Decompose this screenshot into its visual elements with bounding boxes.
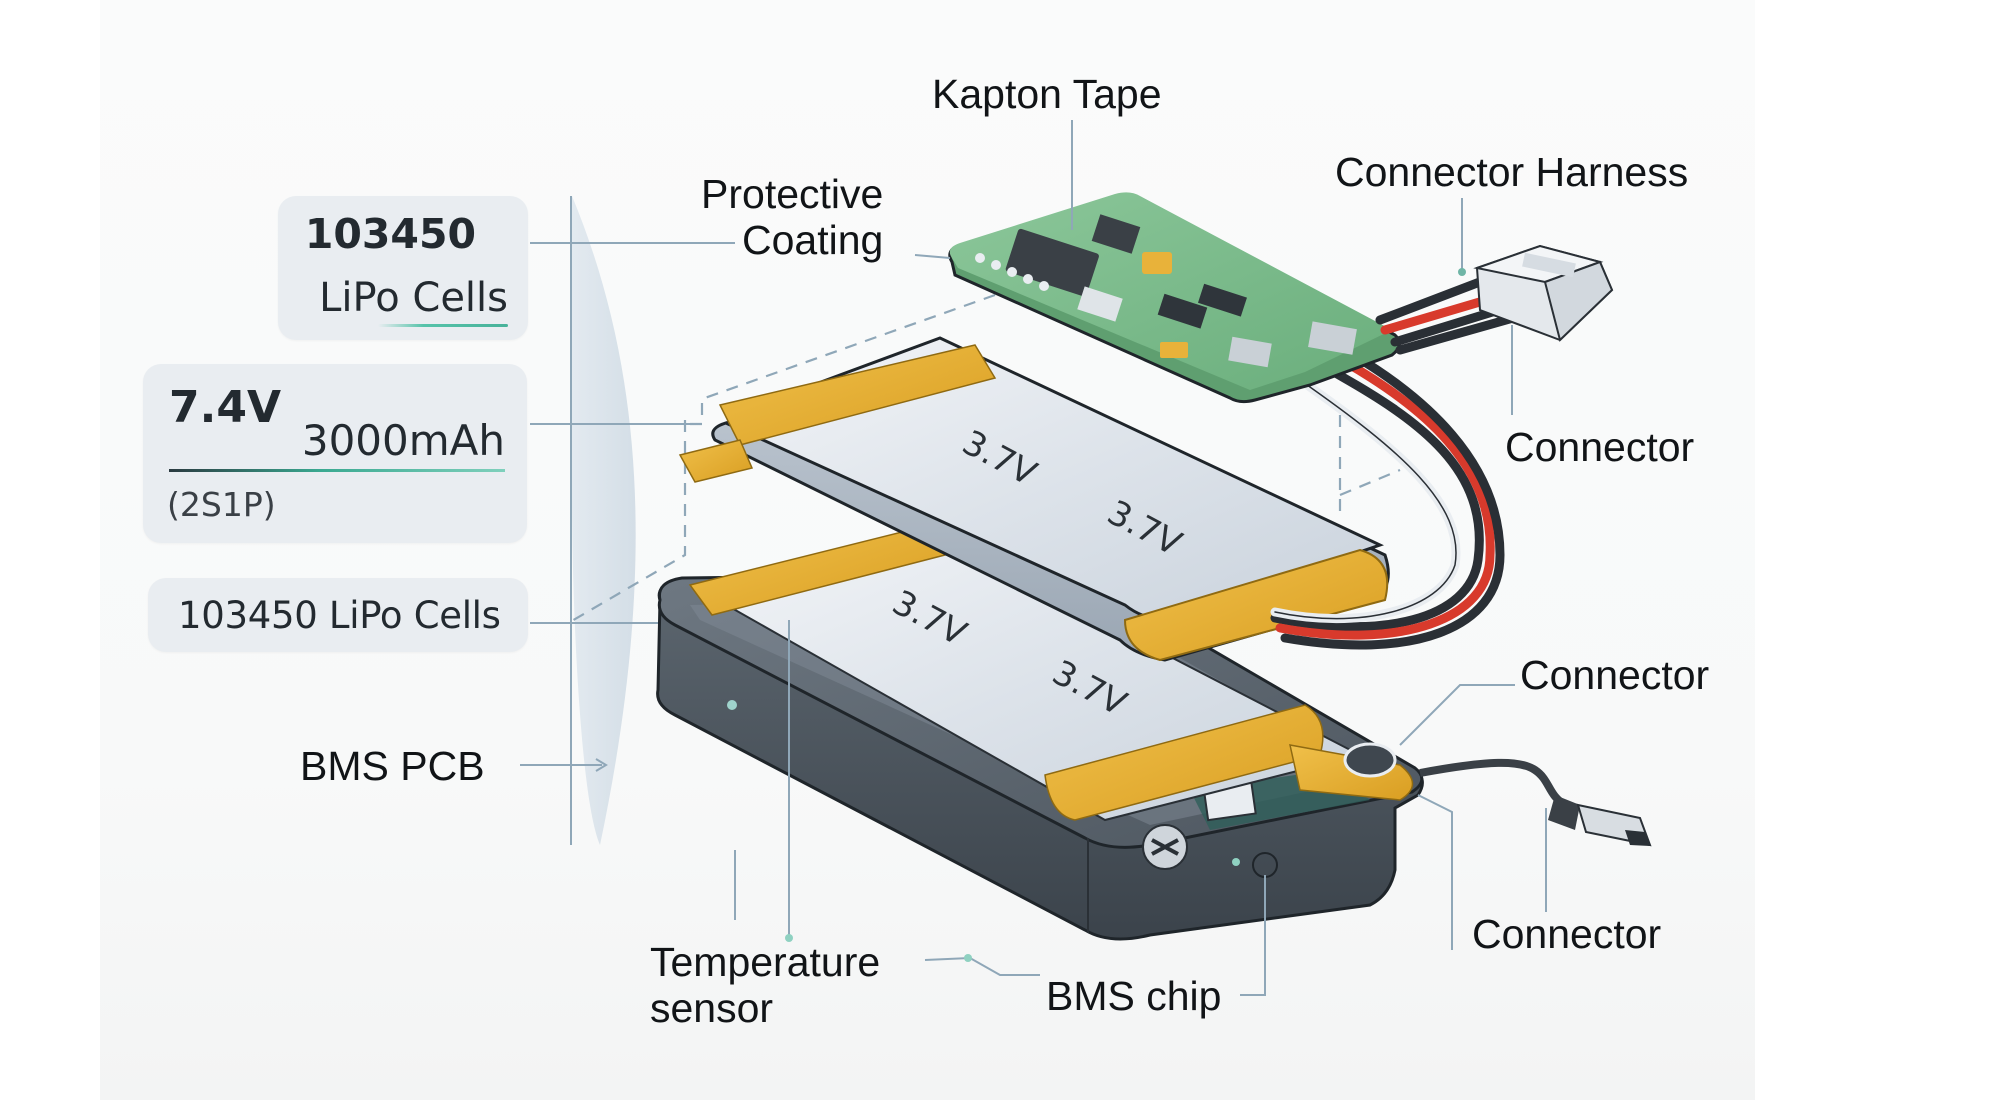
callout-temperature-sensor: Temperature sensor — [650, 939, 881, 1032]
callout-bms-chip: BMS chip — [1046, 973, 1222, 1019]
upper-lipo-cell — [678, 336, 1390, 662]
spec-card-cell-model: 103450 LiPo Cells — [278, 196, 528, 340]
callout-protective-coating: Protective Coating — [697, 171, 884, 264]
pack-voltage: 7.4V — [169, 382, 281, 433]
pack-configuration: (2S1P) — [167, 485, 276, 524]
accent-underline — [378, 324, 508, 327]
callout-leader-lines — [734, 120, 1547, 996]
leader-dot — [1458, 268, 1466, 276]
cells-label: 103450 LiPo Cells — [178, 594, 501, 637]
bms-pcb-board — [948, 192, 1401, 404]
callout-bms-pcb: BMS PCB — [300, 743, 485, 789]
leader-dot — [964, 954, 972, 962]
callout-connector-harness: Connector Harness — [1335, 149, 1689, 195]
callout-protective-line2: Coating — [742, 216, 884, 263]
spec-card-cells: 103450 LiPo Cells — [148, 578, 528, 652]
usb-cable — [1419, 758, 1652, 847]
callout-temperature-line2: sensor — [650, 984, 774, 1031]
callout-connector-middle: Connector — [1520, 652, 1710, 698]
callout-protective-line1: Protective — [701, 171, 884, 217]
lower-lipo-cell — [688, 524, 1414, 822]
pack-capacity: 3000mAh — [301, 416, 505, 465]
lens-guide — [570, 196, 636, 845]
callout-temperature-line1: Temperature — [650, 939, 881, 985]
callout-connector-bottom: Connector — [1472, 911, 1662, 957]
callout-connector-top: Connector — [1505, 424, 1695, 470]
cell-type: LiPo Cells — [319, 275, 508, 321]
spec-card-pack-rating: 7.4V 3000mAh (2S1P) — [143, 364, 527, 543]
accent-rule — [169, 469, 505, 472]
leader-dot — [785, 934, 793, 942]
harness-connector-plug — [1473, 244, 1614, 342]
balance-wires — [1270, 351, 1505, 650]
cell-model-number: 103450 — [304, 210, 476, 258]
callout-kapton-tape: Kapton Tape — [932, 71, 1162, 117]
